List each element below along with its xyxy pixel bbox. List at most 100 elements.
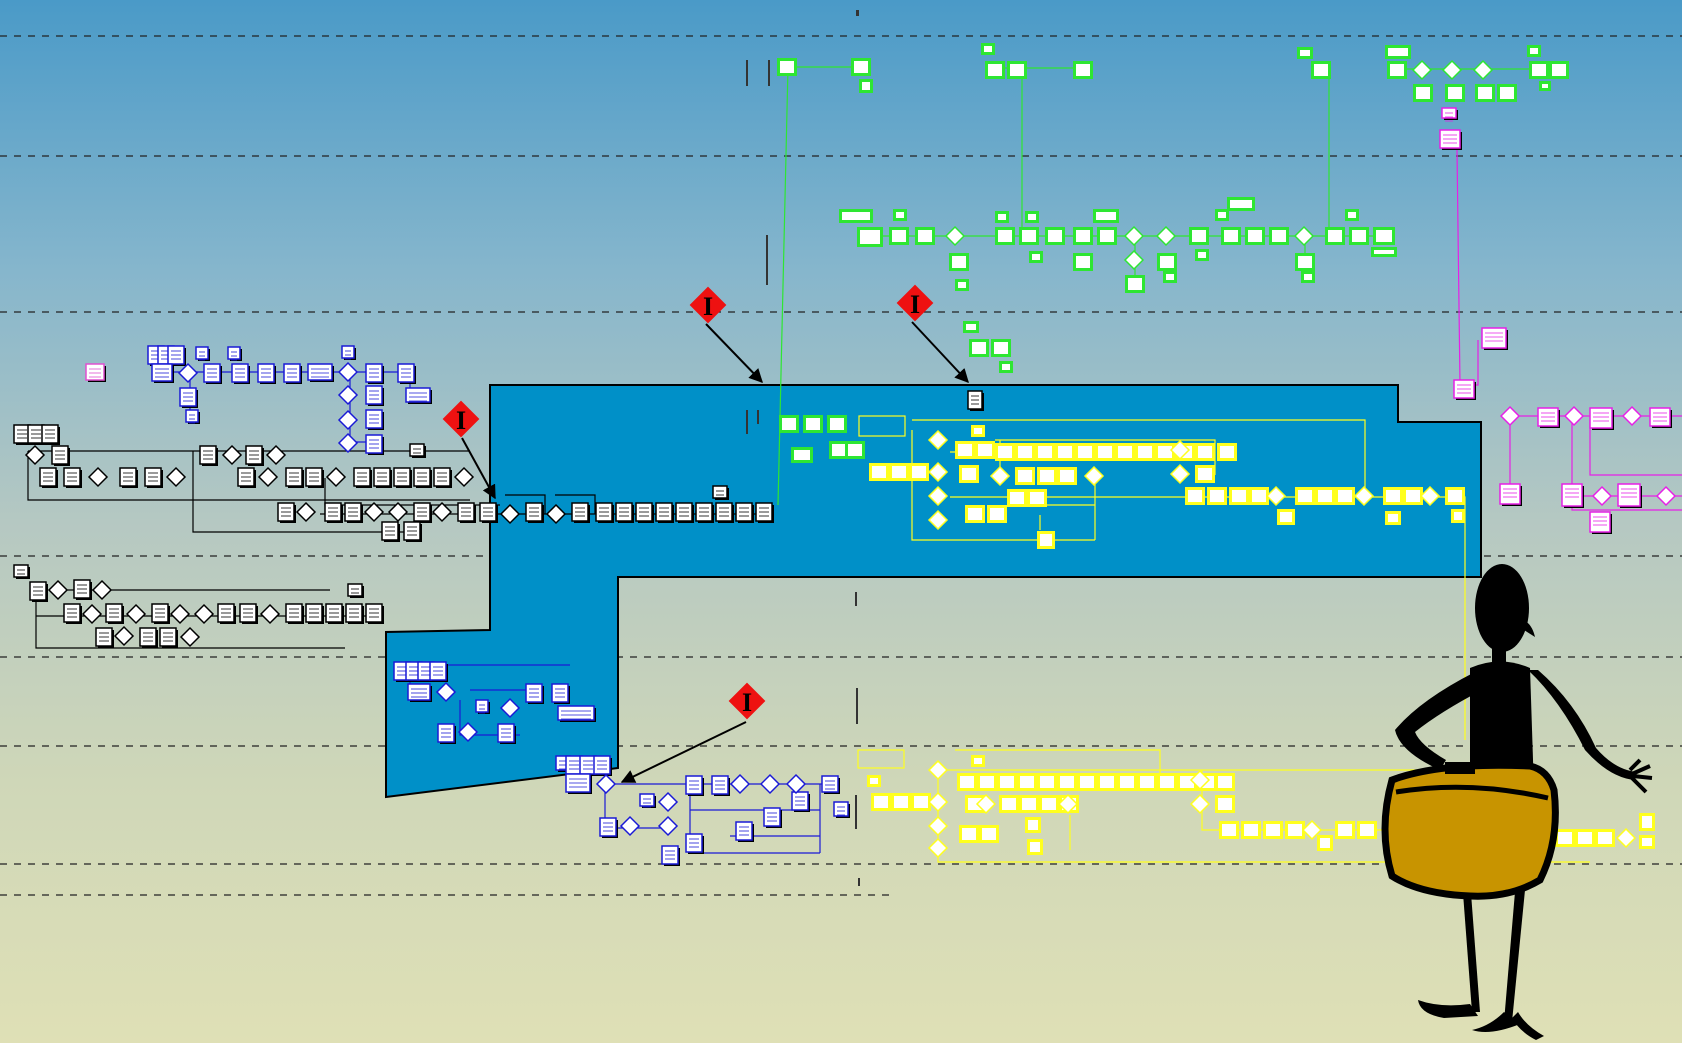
process-box[interactable] bbox=[1055, 443, 1075, 461]
process-box[interactable] bbox=[1073, 227, 1093, 245]
process-box[interactable] bbox=[1373, 227, 1395, 245]
process-box[interactable] bbox=[1499, 483, 1522, 506]
decision-diamond[interactable] bbox=[257, 466, 279, 488]
process-box[interactable] bbox=[1539, 81, 1551, 91]
process-box[interactable] bbox=[413, 502, 432, 523]
process-box[interactable] bbox=[1295, 487, 1315, 505]
process-box[interactable] bbox=[1315, 487, 1335, 505]
process-box[interactable] bbox=[867, 775, 881, 787]
process-box[interactable] bbox=[1639, 813, 1655, 831]
process-box[interactable] bbox=[827, 415, 847, 433]
decision-diamond[interactable] bbox=[975, 793, 997, 815]
process-box[interactable] bbox=[73, 579, 92, 600]
process-box[interactable] bbox=[1311, 61, 1331, 79]
process-box[interactable] bbox=[13, 564, 30, 579]
decision-diamond[interactable] bbox=[927, 509, 949, 531]
process-box[interactable] bbox=[1073, 253, 1093, 271]
decision-diamond[interactable] bbox=[759, 773, 781, 795]
decision-diamond[interactable] bbox=[785, 773, 807, 795]
process-box[interactable] bbox=[324, 502, 343, 523]
process-box[interactable] bbox=[29, 581, 48, 602]
process-box[interactable] bbox=[365, 385, 384, 406]
process-box[interactable] bbox=[185, 409, 200, 424]
process-box[interactable] bbox=[1025, 817, 1041, 833]
decision-diamond[interactable] bbox=[125, 603, 147, 625]
process-box[interactable] bbox=[1639, 835, 1655, 849]
process-box[interactable] bbox=[839, 209, 873, 223]
process-box[interactable] bbox=[949, 253, 969, 271]
process-box[interactable] bbox=[285, 467, 304, 488]
decision-diamond[interactable] bbox=[1615, 827, 1637, 849]
process-box[interactable] bbox=[593, 755, 612, 776]
decision-diamond[interactable] bbox=[337, 384, 359, 406]
process-box[interactable] bbox=[1037, 773, 1057, 791]
process-box[interactable] bbox=[909, 463, 929, 481]
process-box[interactable] bbox=[1027, 489, 1047, 507]
decision-diamond[interactable] bbox=[1189, 769, 1211, 791]
process-box[interactable] bbox=[891, 793, 911, 811]
process-box[interactable] bbox=[829, 441, 849, 459]
decision-diamond[interactable] bbox=[927, 815, 949, 837]
process-box[interactable] bbox=[565, 773, 592, 794]
decision-diamond[interactable] bbox=[1591, 485, 1613, 507]
process-box[interactable] bbox=[987, 505, 1007, 523]
process-box[interactable] bbox=[791, 447, 813, 463]
process-box[interactable] bbox=[51, 445, 70, 466]
process-box[interactable] bbox=[525, 683, 544, 704]
process-box[interactable] bbox=[63, 603, 82, 624]
process-box[interactable] bbox=[1015, 443, 1035, 461]
process-box[interactable] bbox=[1481, 327, 1508, 350]
process-box[interactable] bbox=[1277, 509, 1295, 525]
process-box[interactable] bbox=[105, 603, 124, 624]
process-box[interactable] bbox=[1095, 443, 1115, 461]
process-box[interactable] bbox=[1097, 227, 1117, 245]
process-box[interactable] bbox=[151, 603, 170, 624]
process-box[interactable] bbox=[95, 627, 114, 648]
process-box[interactable] bbox=[1177, 773, 1197, 791]
process-box[interactable] bbox=[413, 467, 432, 488]
process-box[interactable] bbox=[791, 791, 810, 812]
process-box[interactable] bbox=[393, 467, 412, 488]
process-box[interactable] bbox=[1445, 487, 1465, 505]
decision-diamond[interactable] bbox=[1265, 485, 1287, 507]
process-box[interactable] bbox=[1045, 227, 1065, 245]
decision-diamond[interactable] bbox=[657, 791, 679, 813]
process-box[interactable] bbox=[1387, 61, 1407, 79]
process-box[interactable] bbox=[1561, 483, 1584, 508]
process-box[interactable] bbox=[119, 467, 138, 488]
process-box[interactable] bbox=[1217, 443, 1237, 461]
process-box[interactable] bbox=[1575, 829, 1595, 847]
process-box[interactable] bbox=[1245, 227, 1265, 245]
process-box[interactable] bbox=[551, 683, 570, 704]
process-box[interactable] bbox=[1357, 821, 1377, 839]
decision-diamond[interactable] bbox=[169, 603, 191, 625]
decision-diamond[interactable] bbox=[1057, 793, 1079, 815]
process-box[interactable] bbox=[307, 363, 334, 382]
process-box[interactable] bbox=[1249, 487, 1269, 505]
process-box[interactable] bbox=[1215, 773, 1235, 791]
decision-diamond[interactable] bbox=[619, 815, 641, 837]
issue-marker[interactable]: I bbox=[896, 284, 969, 384]
process-box[interactable] bbox=[325, 603, 344, 624]
process-box[interactable] bbox=[1649, 407, 1672, 428]
process-box[interactable] bbox=[1015, 467, 1035, 485]
process-box[interactable] bbox=[1285, 821, 1305, 839]
process-box[interactable] bbox=[1157, 253, 1177, 271]
process-box[interactable] bbox=[1555, 829, 1575, 847]
process-box[interactable] bbox=[955, 441, 975, 459]
process-box[interactable] bbox=[433, 467, 452, 488]
process-box[interactable] bbox=[409, 443, 426, 458]
decision-diamond[interactable] bbox=[91, 579, 113, 601]
decision-diamond[interactable] bbox=[193, 603, 215, 625]
process-box[interactable] bbox=[675, 502, 694, 523]
process-box[interactable] bbox=[1335, 821, 1355, 839]
decision-diamond[interactable] bbox=[113, 625, 135, 647]
process-box[interactable] bbox=[245, 445, 264, 466]
process-box[interactable] bbox=[1617, 483, 1642, 508]
decision-diamond[interactable] bbox=[1655, 485, 1677, 507]
decision-diamond[interactable] bbox=[657, 815, 679, 837]
process-box[interactable] bbox=[1007, 61, 1027, 79]
process-box[interactable] bbox=[889, 463, 909, 481]
decision-diamond[interactable] bbox=[1353, 485, 1375, 507]
process-box[interactable] bbox=[1529, 61, 1549, 79]
